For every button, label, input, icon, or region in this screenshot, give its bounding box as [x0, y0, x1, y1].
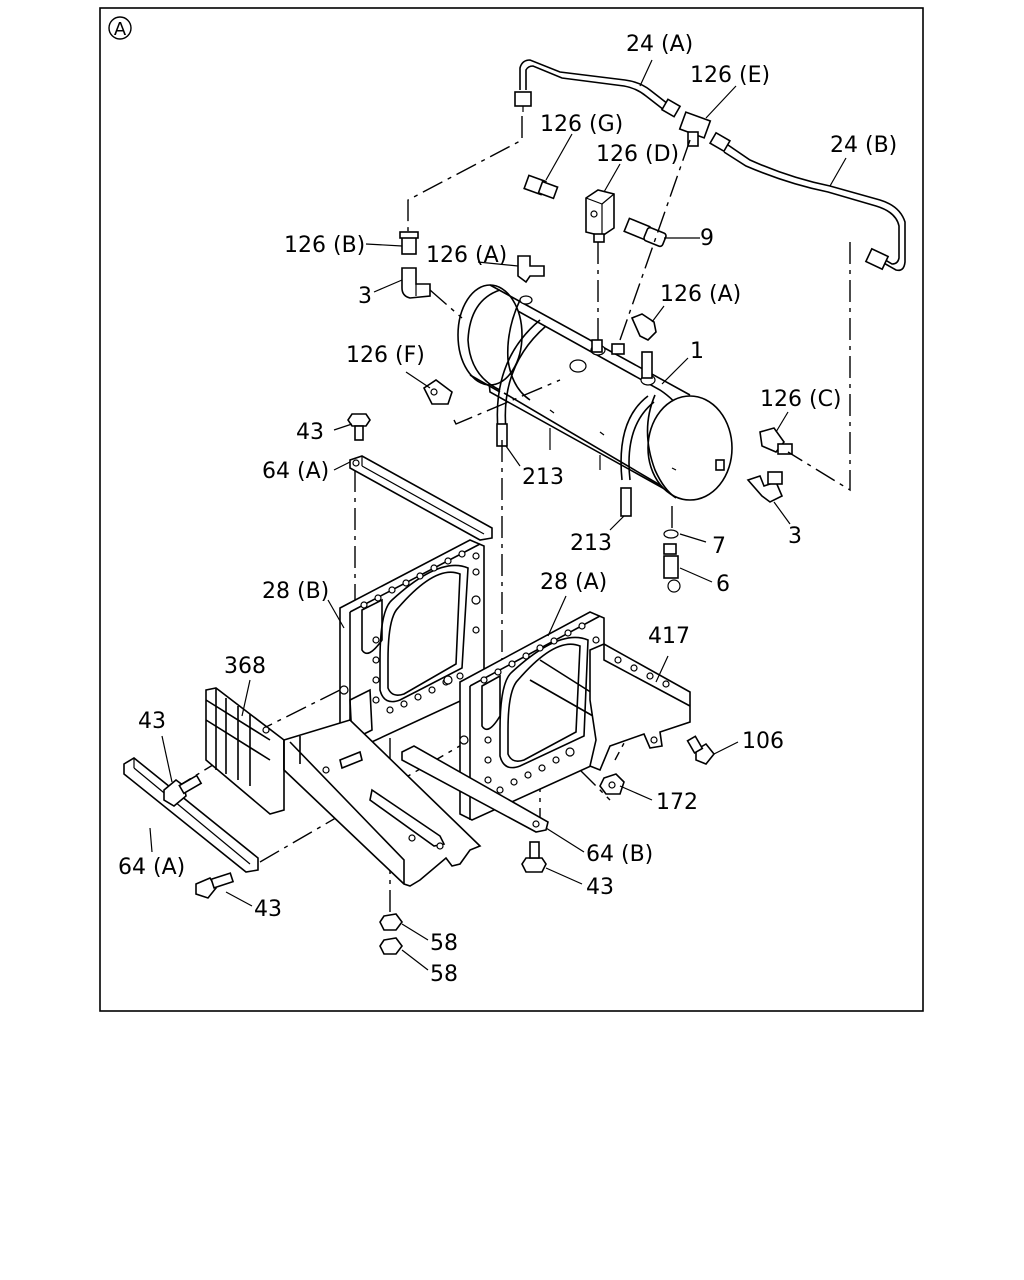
strap-64a-lower [123, 757, 259, 873]
callout-43-lower-right: 43 [586, 875, 614, 900]
callout-126g: 126 (G) [540, 112, 623, 137]
bolt-43-left [163, 774, 203, 807]
callout-126c: 126 (C) [760, 387, 842, 412]
callout-368: 368 [224, 654, 266, 679]
nut-58-upper [379, 913, 403, 931]
fitting-126e [660, 98, 732, 153]
callout-9: 9 [700, 226, 714, 251]
fitting-126a-right [630, 313, 657, 341]
section-marker-label: A [114, 19, 127, 40]
callout-213-left: 213 [522, 465, 564, 490]
bracket-28b [339, 539, 485, 753]
leader-lines [149, 59, 847, 971]
callout-126b: 126 (B) [284, 233, 365, 258]
callout-labels: 24 (A) 126 (E) 126 (G) 126 (D) 24 (B) 12… [118, 32, 897, 987]
diagram-frame [99, 7, 924, 1012]
callout-213-right: 213 [570, 531, 612, 556]
bracket-368 [205, 687, 285, 815]
nut-172 [599, 773, 625, 795]
callout-126a-top: 126 (A) [426, 243, 507, 268]
fitting-126b [399, 231, 419, 255]
callout-24b: 24 (B) [830, 133, 897, 158]
drain-valve-6 [663, 543, 681, 593]
callout-126e: 126 (E) [690, 63, 770, 88]
callout-58-upper: 58 [430, 931, 458, 956]
callout-1: 1 [690, 339, 704, 364]
pipe-24a [514, 59, 669, 112]
callout-43-left: 43 [138, 709, 166, 734]
elbow-3-left [401, 267, 431, 299]
fitting-126g [523, 174, 559, 200]
bolt-43-upper [347, 413, 371, 441]
section-marker: A [108, 16, 132, 40]
callout-43-lower-left: 43 [254, 897, 282, 922]
callout-106: 106 [742, 729, 784, 754]
callout-64b: 64 (B) [586, 842, 653, 867]
callout-28a: 28 (A) [540, 570, 607, 595]
washer-7 [663, 529, 679, 539]
callout-3-left: 3 [358, 284, 372, 309]
fitting-126a-top [517, 255, 545, 284]
callout-3-right: 3 [788, 524, 802, 549]
ubolt-213-right [620, 395, 655, 517]
callout-24a: 24 (A) [626, 32, 693, 57]
bolt-106 [686, 735, 716, 765]
callout-58-lower: 58 [430, 962, 458, 987]
fitting-126f [422, 379, 453, 405]
callout-172: 172 [656, 790, 698, 815]
crossmember-417 [589, 643, 691, 772]
strap-64a-upper [349, 455, 493, 541]
callout-126a-right: 126 (A) [660, 282, 741, 307]
bolt-43-lower-right [521, 841, 547, 873]
nut-58-lower [379, 937, 403, 955]
elbow-3-right [746, 471, 784, 503]
callout-64a-upper: 64 (A) [262, 459, 329, 484]
pipe-24b [723, 144, 906, 272]
callout-6: 6 [716, 572, 730, 597]
callout-43-upper: 43 [296, 420, 324, 445]
callout-7: 7 [712, 534, 726, 559]
bolt-43-lower-left [195, 872, 235, 899]
valve-9 [623, 217, 667, 248]
callout-64a-lower: 64 (A) [118, 855, 185, 880]
callout-126f: 126 (F) [346, 343, 425, 368]
strap-64b [401, 745, 549, 833]
callout-126d: 126 (D) [596, 142, 679, 167]
callout-417: 417 [648, 624, 690, 649]
fitting-126c [759, 427, 793, 455]
chassis-rail [283, 719, 482, 887]
callout-28b: 28 (B) [262, 579, 329, 604]
block-126d [585, 189, 615, 243]
